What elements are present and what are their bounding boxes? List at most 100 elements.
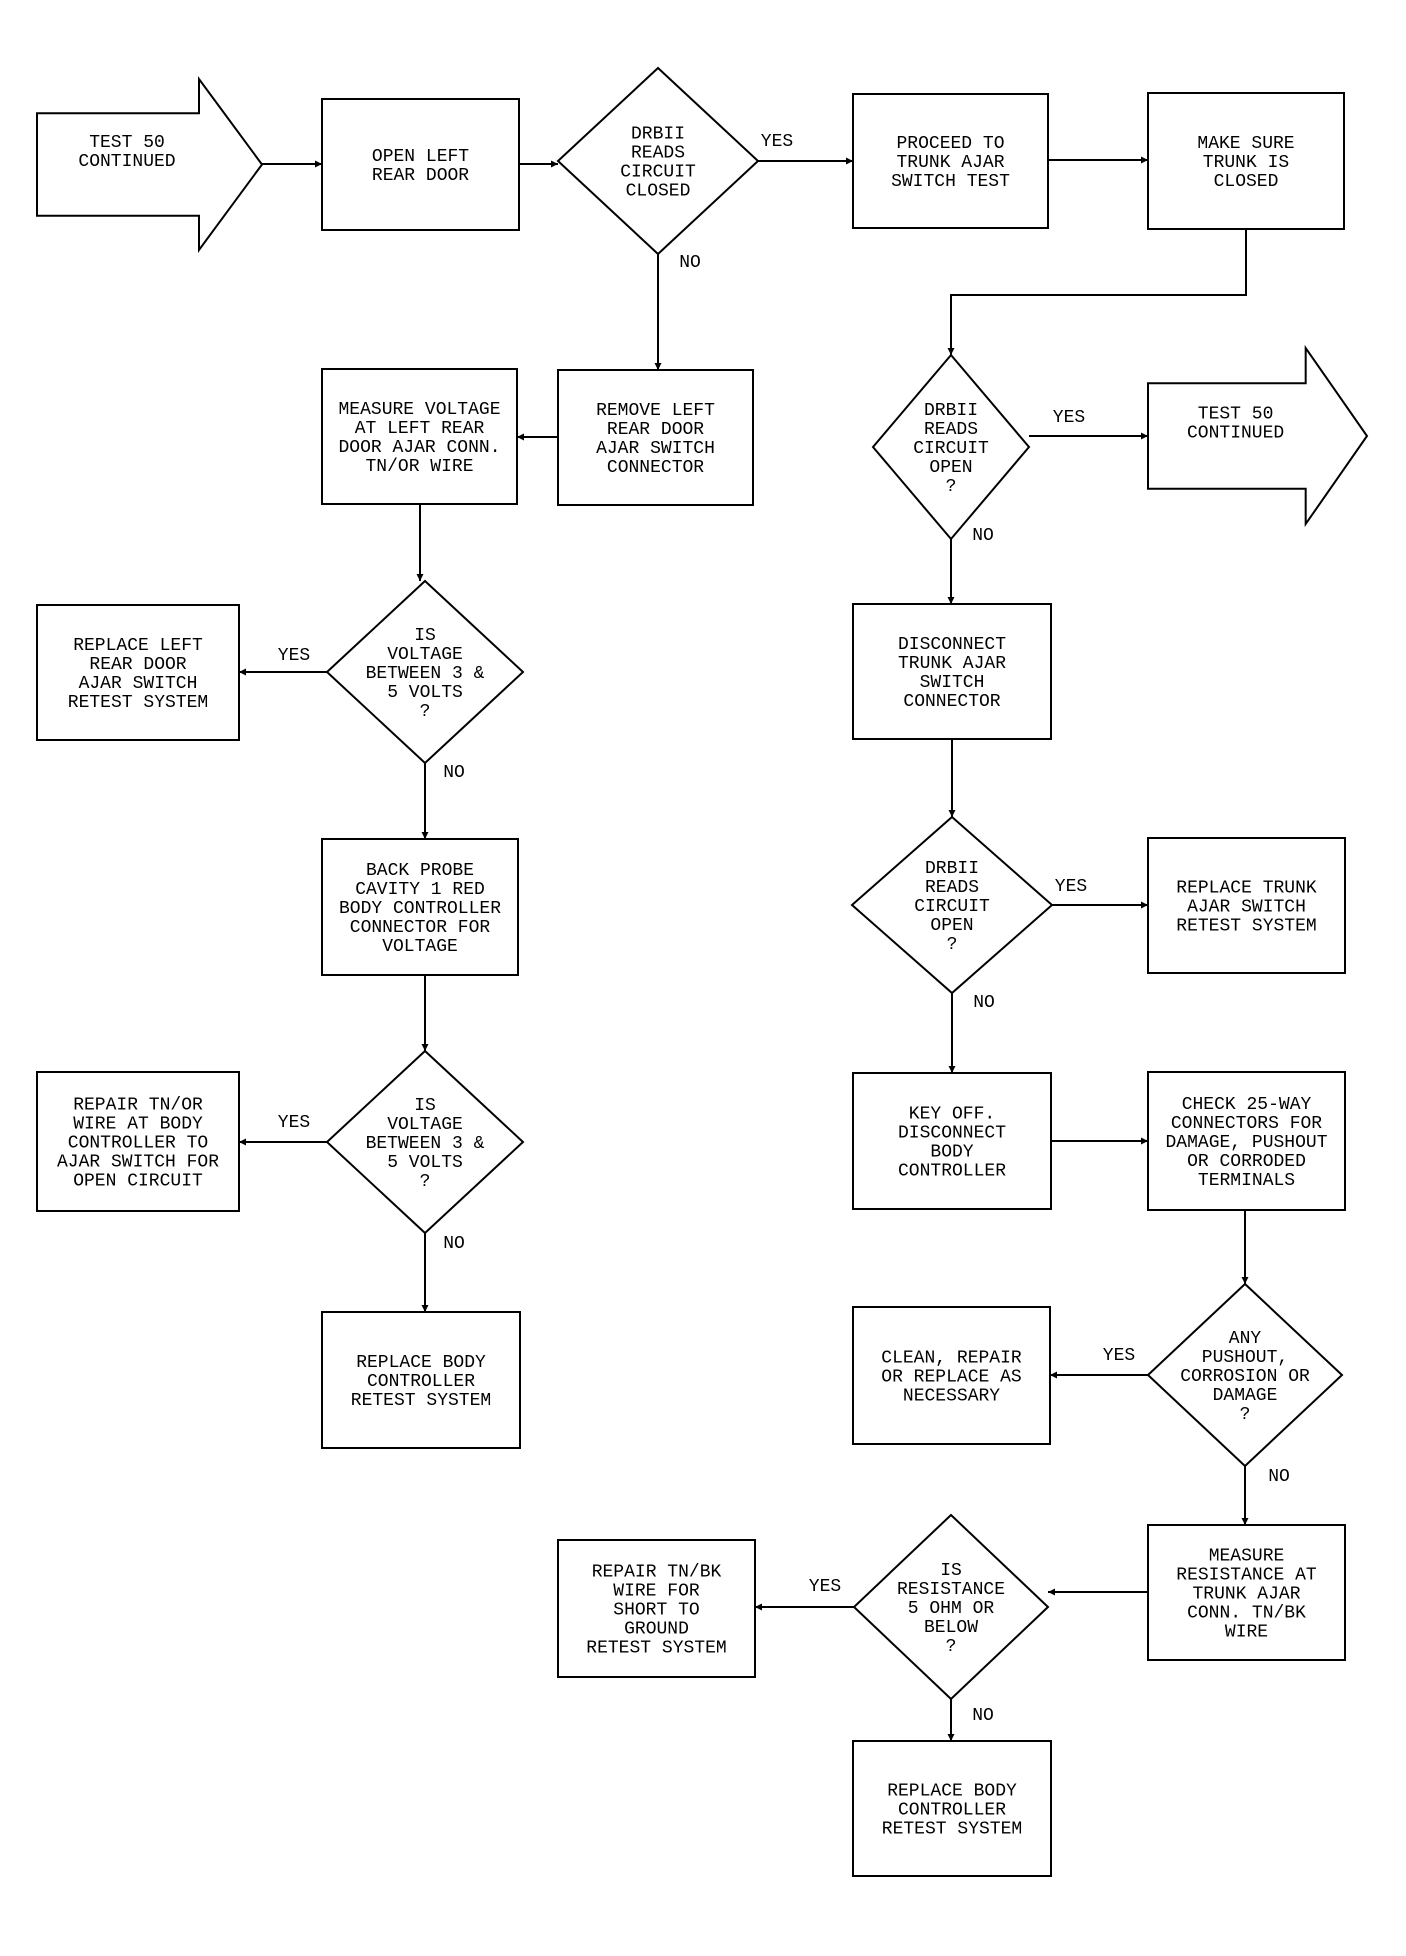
node-label-line: VOLTAGE (382, 937, 458, 957)
node-label-line: IS (940, 1561, 962, 1581)
process-box (852, 1740, 1052, 1877)
node-label-line: 5 VOLTS (387, 683, 463, 703)
node-label-line: DOOR AJAR CONN. (338, 438, 500, 458)
node-label-line: RESISTANCE AT (1176, 1566, 1317, 1586)
node-label-line: ? (420, 1172, 431, 1192)
node-label-line: AJAR SWITCH (596, 439, 715, 459)
node-label-line: BELOW (924, 1618, 978, 1638)
node-label-line: DISCONNECT (898, 1124, 1006, 1144)
node-label-line: ANY (1229, 1329, 1262, 1349)
node-label-line: CONNECTORS FOR (1171, 1114, 1322, 1134)
node-label-line: VOLTAGE (387, 1115, 463, 1135)
node-label-line: OR REPLACE AS (881, 1368, 1021, 1388)
edge-label-d7_yes: YES (809, 1577, 841, 1597)
node-label-line: OPEN (930, 916, 973, 936)
node-label-line: REPLACE BODY (356, 1353, 486, 1373)
decision-diamond (850, 815, 1054, 995)
node-label-line: CONTINUED (78, 152, 175, 172)
node-label-line: ? (946, 477, 957, 497)
decision-diamond (556, 66, 760, 256)
process-box (852, 93, 1049, 229)
edge-label-d5_no: NO (443, 1234, 465, 1254)
node-label-line: CLEAN, REPAIR (881, 1349, 1022, 1369)
node-label-line: ? (947, 935, 958, 955)
node-label-line: OPEN (929, 458, 972, 478)
node-label-line: READS (925, 878, 979, 898)
node-label-line: RETEST SYSTEM (351, 1391, 491, 1411)
node-label-line: AT LEFT REAR (355, 419, 485, 439)
node-label-line: WIRE (1225, 1623, 1268, 1643)
node-label-line: NECESSARY (903, 1387, 1000, 1407)
node-label-line: TEST 50 (89, 133, 165, 153)
decision-diamond (1146, 1282, 1344, 1468)
decision-diamond (871, 353, 1031, 541)
node-label-line: CONTROLLER (367, 1372, 475, 1392)
node-label-line: AJAR SWITCH (1187, 898, 1306, 918)
node-label-line: REPAIR TN/OR (73, 1096, 203, 1116)
node-label-line: REPLACE TRUNK (1176, 879, 1317, 899)
node-label-line: VOLTAGE (387, 645, 463, 665)
node-label-line: REPAIR TN/BK (592, 1563, 722, 1583)
node-label-line: AJAR SWITCH (79, 674, 198, 694)
node-label-line: OPEN CIRCUIT (73, 1172, 203, 1192)
node-label-line: REPLACE BODY (887, 1782, 1017, 1802)
connector-arrow (947, 229, 1247, 355)
process-box (36, 1071, 240, 1212)
node-label-line: SWITCH (920, 673, 985, 693)
decision-diamond (325, 1049, 525, 1235)
node-label-line: BACK PROBE (366, 861, 474, 881)
process-box (1147, 1071, 1346, 1211)
node-label-line: BETWEEN 3 & (366, 664, 485, 684)
node-label-line: MAKE SURE (1197, 134, 1294, 154)
node-label-line: WIRE FOR (613, 1582, 700, 1602)
node-label-line: REPLACE LEFT (73, 636, 203, 656)
node-label-line: CHECK 25-WAY (1182, 1095, 1312, 1115)
process-box (36, 604, 240, 741)
node-label-line: MEASURE VOLTAGE (338, 400, 500, 420)
node-label-line: SHORT TO (613, 1601, 699, 1621)
node-label-line: ? (946, 1637, 957, 1657)
node-label-line: BODY CONTROLLER (339, 899, 501, 919)
edge-label-d7_no: NO (972, 1706, 994, 1726)
node-label-line: CLOSED (1214, 172, 1279, 192)
decision-diamond (325, 579, 525, 765)
node-label-line: DAMAGE, PUSHOUT (1165, 1133, 1327, 1153)
node-label-line: SWITCH TEST (891, 172, 1010, 192)
node-label-line: RETEST SYSTEM (1176, 917, 1316, 937)
node-label-line: CLOSED (626, 182, 691, 202)
node-label-line: TN/OR WIRE (365, 457, 473, 477)
node-label-line: AJAR SWITCH FOR (57, 1153, 219, 1173)
decision-diamond (852, 1513, 1050, 1701)
node-label-line: TRUNK IS (1203, 153, 1289, 173)
node-label-line: DRBII (631, 125, 685, 145)
off-page-arrow (36, 75, 264, 254)
node-label-line: CORROSION OR (1180, 1367, 1310, 1387)
edge-label-d3_yes: YES (278, 646, 310, 666)
edge-label-d3_no: NO (443, 763, 465, 783)
node-label-line: DRBII (925, 859, 979, 879)
node-label-line: TRUNK AJAR (898, 654, 1006, 674)
node-label-line: BODY (930, 1143, 973, 1163)
process-box (557, 369, 754, 506)
node-label-line: READS (924, 420, 978, 440)
off-page-arrow (1147, 344, 1369, 528)
edge-label-d4_yes: YES (1055, 877, 1087, 897)
node-label-line: CIRCUIT (913, 439, 989, 459)
node-label-line: GROUND (624, 1620, 689, 1640)
node-label-line: TRUNK AJAR (896, 153, 1004, 173)
